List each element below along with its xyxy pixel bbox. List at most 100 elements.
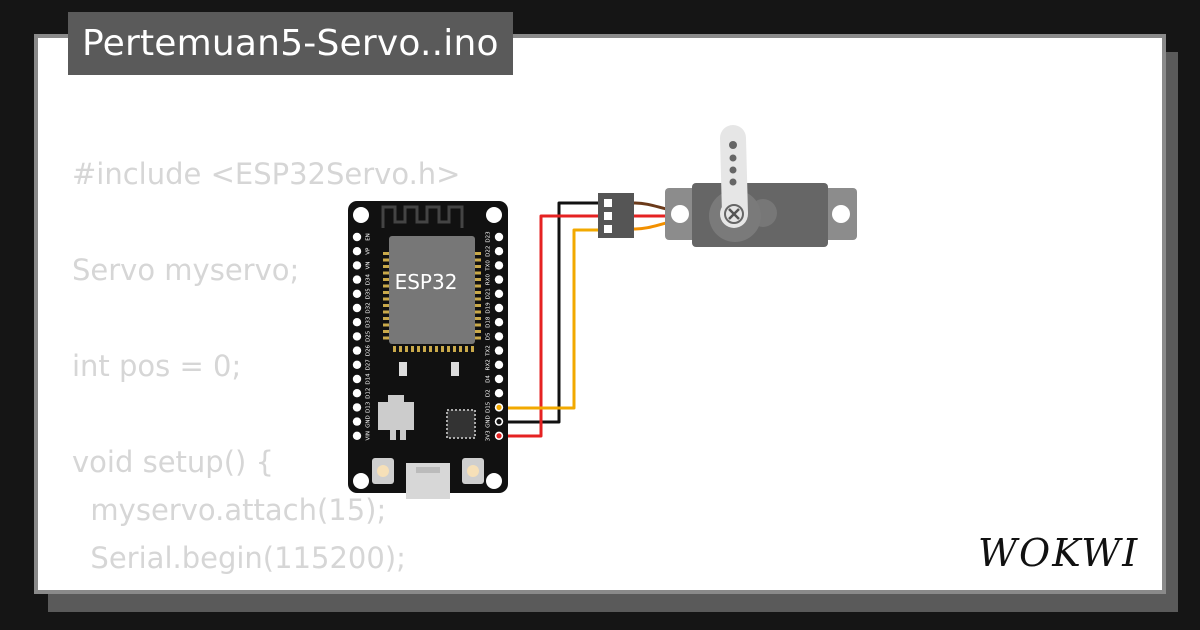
header-pin[interactable] bbox=[352, 303, 362, 313]
esp32-chip bbox=[389, 236, 475, 344]
header-pin[interactable] bbox=[494, 389, 504, 398]
header-pin[interactable] bbox=[494, 261, 504, 270]
pin-label: D19 bbox=[486, 302, 492, 314]
header-pin[interactable] bbox=[352, 431, 362, 440]
board-label: ESP32 bbox=[395, 270, 458, 294]
header-pin[interactable] bbox=[494, 346, 504, 355]
code-line: Servo myservo; bbox=[72, 253, 300, 287]
pins-left[interactable]: ENVPVND34D35D32D33D25D26D27D14D12D13GNDV… bbox=[352, 232, 372, 441]
servo-connector bbox=[598, 193, 634, 238]
header-pin[interactable] bbox=[494, 360, 504, 369]
header-pin[interactable] bbox=[352, 275, 362, 284]
preview-card: #include <ESP32Servo.h> Servo myservo; i… bbox=[34, 34, 1166, 594]
pin-label: D23 bbox=[486, 231, 492, 243]
pin-label: D4 bbox=[486, 375, 492, 383]
header-pin[interactable] bbox=[494, 318, 504, 327]
pin-label: D21 bbox=[486, 288, 492, 299]
servo-screw-icon bbox=[728, 208, 740, 220]
chip-pin bbox=[429, 346, 432, 352]
chip-pin bbox=[435, 346, 438, 352]
pin-label: D12 bbox=[366, 388, 372, 399]
header-pin[interactable] bbox=[494, 374, 504, 384]
pin-label: RX2 bbox=[486, 359, 492, 370]
chip-pin bbox=[475, 297, 481, 301]
chip-pin bbox=[383, 271, 389, 275]
pin-label: VP bbox=[366, 247, 372, 255]
wire-orange bbox=[499, 228, 600, 410]
pins-right[interactable]: D23D22TX0RX0D21D19D18D5TX2RX2D4D2D15GND3… bbox=[486, 231, 504, 441]
header-pin[interactable] bbox=[352, 346, 362, 355]
chip-pin bbox=[383, 336, 389, 340]
chip-pin bbox=[471, 346, 474, 352]
header-pin[interactable] bbox=[494, 232, 504, 242]
code-line: int pos = 0; bbox=[72, 349, 242, 383]
pin-label: D14 bbox=[366, 373, 372, 385]
esp32-board[interactable]: ESP32 ENVPVND34D35D32D33D25D26D27D14D12D… bbox=[348, 201, 508, 499]
pin-label: GND bbox=[486, 415, 492, 428]
code-line: myservo.attach(15); bbox=[72, 493, 387, 527]
pin-connection bbox=[496, 404, 502, 410]
pin-label: EN bbox=[366, 233, 372, 241]
chip-pin bbox=[383, 265, 389, 268]
servo-mount-hole-right bbox=[832, 205, 850, 223]
header-pin[interactable] bbox=[352, 261, 362, 270]
pin-label: D2 bbox=[486, 389, 492, 397]
servo-motor[interactable] bbox=[665, 125, 857, 247]
header-pin[interactable] bbox=[494, 303, 504, 313]
servo-mount-hole-left bbox=[671, 205, 689, 223]
header-pin[interactable] bbox=[352, 374, 362, 384]
chip-pin bbox=[383, 304, 389, 307]
code-line: Serial.begin(115200); bbox=[72, 541, 406, 575]
wire-black bbox=[499, 201, 600, 424]
chip-pin bbox=[441, 346, 444, 352]
chip-pin bbox=[383, 330, 389, 333]
chip-pin bbox=[475, 252, 481, 255]
chip-pin bbox=[475, 271, 481, 275]
chip-pin bbox=[447, 346, 450, 352]
chip-pin bbox=[475, 265, 481, 268]
chip-pin bbox=[383, 252, 389, 255]
chip-pin bbox=[475, 284, 481, 288]
chip-pin bbox=[475, 323, 481, 327]
chip-pin bbox=[383, 278, 389, 281]
voltage-regulator bbox=[378, 402, 414, 430]
pin-label: D15 bbox=[486, 401, 492, 413]
pin-label: GND bbox=[366, 415, 372, 428]
header-pin[interactable] bbox=[494, 289, 504, 298]
pin-label: VN bbox=[366, 261, 372, 269]
chip-pin bbox=[411, 346, 414, 352]
pin-label: VIN bbox=[366, 431, 372, 441]
pin-label: D33 bbox=[366, 316, 372, 328]
pin-label: D26 bbox=[366, 344, 372, 356]
header-pin[interactable] bbox=[352, 318, 362, 327]
header-pin[interactable] bbox=[352, 247, 362, 256]
wokwi-logo: WOKWI bbox=[978, 531, 1137, 575]
chip-pin bbox=[383, 258, 389, 262]
header-pin[interactable] bbox=[352, 389, 362, 398]
pin-connection bbox=[496, 433, 502, 439]
header-pin[interactable] bbox=[352, 360, 362, 369]
pin-label: TX0 bbox=[486, 260, 492, 272]
chip-pin bbox=[475, 336, 481, 340]
header-pin[interactable] bbox=[352, 417, 362, 426]
chip-pin bbox=[475, 317, 481, 320]
code-line: #include <ESP32Servo.h> bbox=[72, 157, 461, 191]
chip-pin bbox=[383, 317, 389, 320]
pin-label: D13 bbox=[366, 401, 372, 413]
header-pin[interactable] bbox=[352, 289, 362, 298]
header-pin[interactable] bbox=[352, 232, 362, 242]
header-pin[interactable] bbox=[494, 332, 504, 341]
chip-pin bbox=[475, 310, 481, 314]
chip-pin bbox=[383, 323, 389, 327]
pin-label: D18 bbox=[486, 316, 492, 328]
pin-connection bbox=[496, 419, 502, 425]
header-pin[interactable] bbox=[352, 403, 362, 412]
header-pin[interactable] bbox=[494, 275, 504, 284]
chip-pin bbox=[459, 346, 462, 352]
chip-pin bbox=[475, 330, 481, 333]
code-line: } bbox=[72, 589, 90, 590]
header-pin[interactable] bbox=[494, 247, 504, 256]
header-pin[interactable] bbox=[352, 332, 362, 341]
chip-pin bbox=[383, 297, 389, 301]
